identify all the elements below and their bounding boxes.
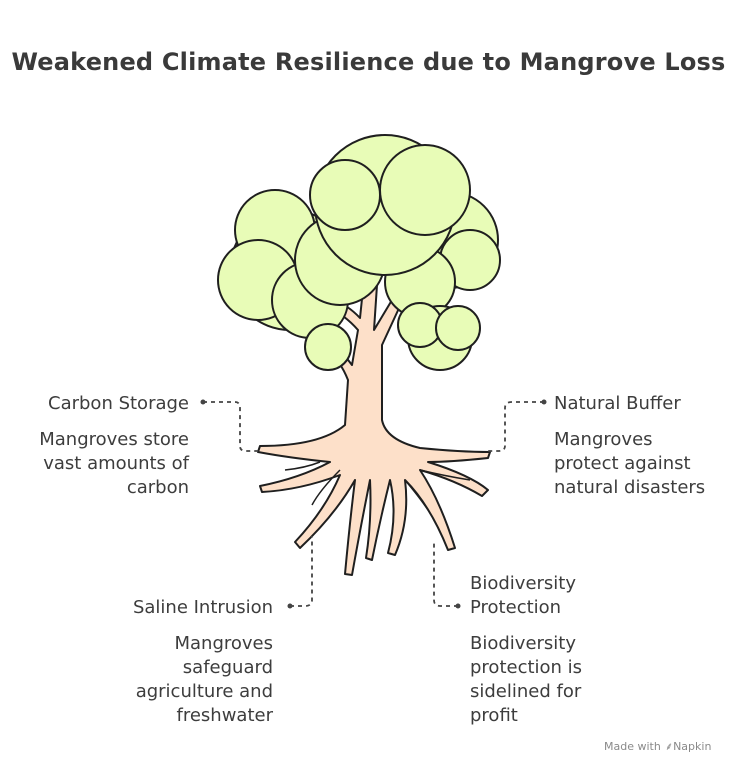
root-lines <box>284 461 471 511</box>
footer-brand: Napkin <box>673 740 712 753</box>
connector-saline <box>290 536 313 607</box>
branch-title-biodiversity: Biodiversity Protection <box>470 573 577 618</box>
connector-biodiversity <box>433 540 458 607</box>
branch-description-buffer: Mangroves protect against natural disast… <box>554 429 706 498</box>
tree-canopy <box>217 134 501 371</box>
made-with-napkin: Made with⸙Napkin <box>604 739 711 754</box>
branch-description-saline: Mangroves safeguard agriculture and fres… <box>135 633 273 726</box>
branch-title-buffer: Natural Buffer <box>554 393 681 414</box>
branch-description-biodiversity: Biodiversity protection is sidelined for… <box>470 633 583 726</box>
branch-title-saline: Saline Intrusion <box>132 597 273 618</box>
footer-made-with: Made with <box>604 740 661 753</box>
tree-trunk <box>257 269 491 576</box>
branch-title-carbon: Carbon Storage <box>48 393 189 414</box>
napkin-logo-icon: ⸙ <box>664 740 674 753</box>
connector-buffer <box>488 401 544 452</box>
connector-carbon <box>203 401 260 452</box>
connector-dots <box>200 399 547 609</box>
page-title: Weakened Climate Resilience due to Mangr… <box>11 48 726 76</box>
connectors <box>203 401 544 607</box>
branch-description-carbon: Mangroves store vast amounts of carbon <box>39 429 189 498</box>
